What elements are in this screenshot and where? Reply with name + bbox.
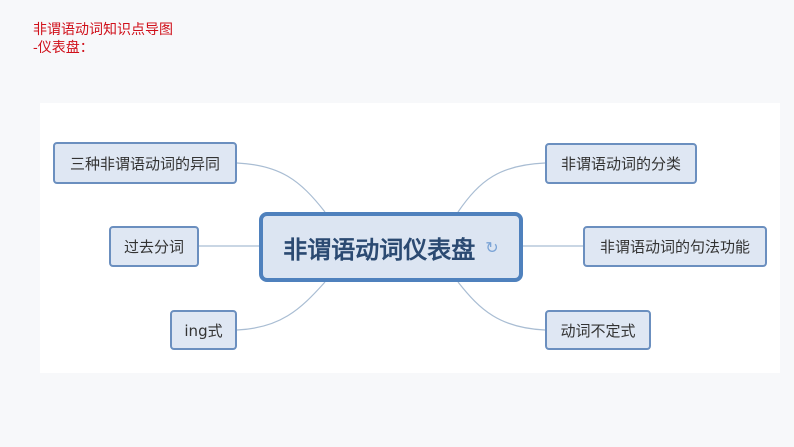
node-left-2[interactable]: 过去分词 (109, 226, 199, 267)
central-node-label: 非谓语动词仪表盘 (283, 235, 476, 264)
node-right-1[interactable]: 非谓语动词的分类 (545, 143, 697, 184)
connector-left-3 (236, 281, 326, 331)
central-node[interactable]: 非谓语动词仪表盘 ↻ (259, 212, 523, 282)
slide-title: 非谓语动词知识点导图 (33, 22, 173, 38)
slide-subtitle: -仪表盘： (33, 40, 94, 56)
node-right-2[interactable]: 非谓语动词的句法功能 (583, 226, 767, 267)
connector-right-3 (457, 281, 546, 331)
node-left-3[interactable]: ing式 (170, 310, 237, 350)
connector-right-1 (457, 162, 546, 213)
connector-left-1 (236, 162, 326, 213)
node-left-1[interactable]: 三种非谓语动词的异同 (53, 142, 237, 184)
refresh-icon[interactable]: ↻ (485, 237, 499, 257)
node-right-3[interactable]: 动词不定式 (545, 310, 651, 350)
